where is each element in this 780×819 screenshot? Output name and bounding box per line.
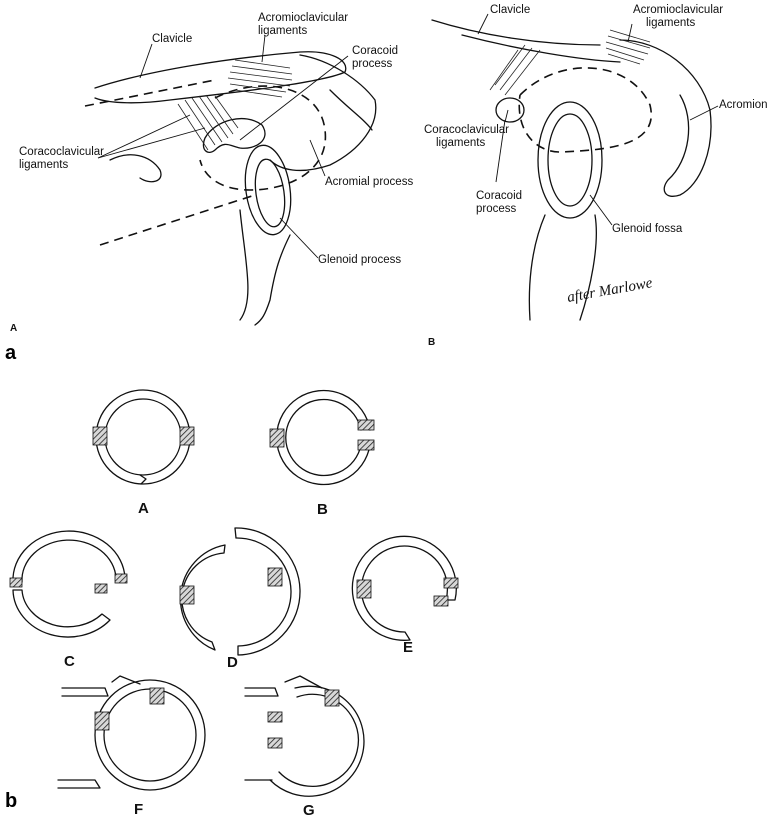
panel-a-labels: Clavicle Acromioclavicular ligaments Cor… <box>10 12 413 334</box>
part-label-a: a <box>5 342 17 364</box>
ring-e-ligament-left <box>357 580 371 598</box>
ring-d-ligament-left <box>180 586 194 604</box>
ring-a-inner <box>105 399 181 475</box>
label-acromion: Acromion <box>719 99 768 111</box>
panel-label-a: A <box>10 323 17 334</box>
ring-g-ligament-left <box>268 712 282 722</box>
ring-label-e: E <box>403 639 413 656</box>
label-acromioclavicular-a-line1: Acromioclavicular <box>258 12 348 24</box>
panel-b-labels: Clavicle Acromioclavicular ligaments Acr… <box>424 4 768 348</box>
ring-c-lower <box>13 590 110 637</box>
ring-e-ligament-right <box>444 578 458 588</box>
signature: after Marlowe <box>566 275 654 306</box>
scapula-b-border-left <box>529 215 545 320</box>
ring-g-top-bar <box>245 688 278 696</box>
label-coracoid-a-line2: process <box>352 58 393 70</box>
label-clavicle-a: Clavicle <box>152 33 192 45</box>
label-coracoclavicular-a-line1: Coracoclavicular <box>19 146 104 158</box>
label-acromioclavicular-b-line1: Acromioclavicular <box>633 4 723 16</box>
ring-f <box>58 676 205 790</box>
ring-label-d: D <box>227 654 238 671</box>
label-acromial-process: Acromial process <box>325 176 413 188</box>
ring-b-outer <box>277 390 370 484</box>
ring-f-ligament-top <box>150 688 164 704</box>
coracoclavicular-ligament-fibers <box>178 95 238 150</box>
ring-c-ligament-mid <box>95 584 107 593</box>
ring-b <box>270 390 374 484</box>
ring-g-ligament-lower <box>268 738 282 748</box>
ring-label-b: B <box>317 501 328 518</box>
coracoclavicular-b-fibers <box>490 45 540 95</box>
scapula-border <box>240 210 248 320</box>
ring-c-upper <box>13 531 125 582</box>
acromion-b-shape <box>620 40 711 196</box>
ring-f-break <box>112 676 140 684</box>
label-coracoclavicular-a-line2: ligaments <box>19 159 68 171</box>
ring-c <box>10 531 127 637</box>
ring-b-inner <box>286 399 361 475</box>
ring-a-crack <box>140 475 146 484</box>
ring-f-bottom-bar <box>58 780 100 788</box>
label-clavicle-b: Clavicle <box>490 4 530 16</box>
ring-b-ligament-lower <box>358 440 374 450</box>
ring-c-ligament-left-upper <box>10 578 22 587</box>
ring-e <box>352 536 458 640</box>
panel-b-drawing <box>432 20 711 320</box>
ring-b-ligament-upper <box>358 420 374 430</box>
ring-g-ligament-top <box>325 690 339 706</box>
acromion-edge <box>330 90 372 130</box>
ring-label-f: F <box>134 801 143 818</box>
ring-a-outer <box>96 390 190 484</box>
scapula-b-border-right <box>580 215 596 320</box>
ring-b-ligament-left <box>270 429 284 447</box>
panel-a-drawing <box>85 52 376 325</box>
ring-g <box>245 676 364 796</box>
label-coracoid-b-line2: process <box>476 203 517 215</box>
ring-a-ligament-right <box>180 427 194 445</box>
ring-label-a: A <box>138 500 149 517</box>
ring-f-top-bar <box>62 688 108 696</box>
panel-label-b: B <box>428 337 435 348</box>
ring-g-outer <box>270 686 364 796</box>
label-coracoclavicular-b-line2: ligaments <box>436 137 485 149</box>
humeral-head-outline-b <box>519 68 651 152</box>
ring-a <box>93 390 194 484</box>
ring-g-inner <box>279 694 358 786</box>
ring-c-ligament-right <box>115 574 127 583</box>
ring-d-right <box>235 528 300 655</box>
label-acromioclavicular-a-line2: ligaments <box>258 25 307 37</box>
label-acromioclavicular-b-line2: ligaments <box>646 17 695 29</box>
label-coracoid-a-line1: Coracoid <box>352 45 398 57</box>
ring-d <box>180 528 300 655</box>
dashed-line-lower <box>100 195 255 245</box>
part-label-b: b <box>5 790 17 812</box>
clavicle-b-shape <box>432 20 600 45</box>
acromioclavicular-b-fibers <box>606 30 650 64</box>
ring-f-ligament-left <box>95 712 109 730</box>
scapula-neck <box>255 235 290 325</box>
rib-fragment <box>110 155 161 182</box>
label-glenoid-fossa: Glenoid fossa <box>612 223 683 235</box>
ring-label-c: C <box>64 653 75 670</box>
glenoid-fossa-surface <box>548 114 592 206</box>
ring-label-g: G <box>303 802 315 819</box>
ring-labels: A B C D E F G <box>64 500 413 819</box>
ring-a-ligament-left <box>93 427 107 445</box>
clavicle-b-edge <box>462 35 620 62</box>
panel-a-leaders <box>98 35 348 258</box>
label-glenoid-process: Glenoid process <box>318 254 401 266</box>
ring-d-ligament-right <box>268 568 282 586</box>
label-coracoid-b-line1: Coracoid <box>476 190 522 202</box>
ring-e-ligament-lower <box>434 596 448 606</box>
label-coracoclavicular-b-line1: Coracoclavicular <box>424 124 509 136</box>
